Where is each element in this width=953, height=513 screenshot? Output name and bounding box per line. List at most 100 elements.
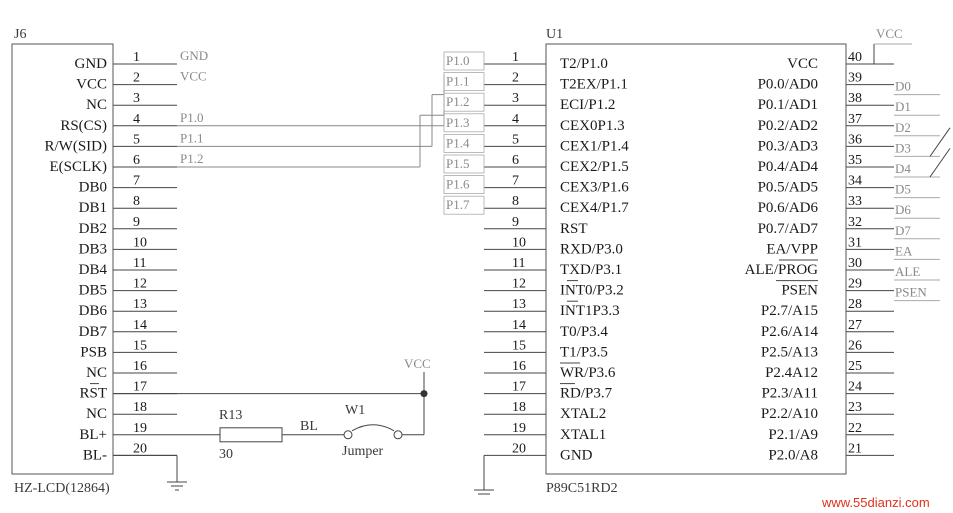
u1-left-pin-label: T2EX/P1.1 [560, 77, 628, 93]
u1-right-pin-label: EA/VPP [766, 241, 818, 257]
watermark: www.55dianzi.com [821, 495, 930, 510]
j6-pin-label: PSB [80, 344, 107, 360]
j6-pin-label: RS(CS) [60, 118, 107, 134]
u1-left-pin-number: 10 [512, 235, 526, 250]
u1-right-pin-number: 27 [848, 318, 862, 333]
u1-left-net-label: P1.2 [446, 94, 469, 109]
u1-right-pin-number: 22 [848, 421, 862, 436]
u1-net-flag [443, 133, 485, 153]
u1-right-pin-number: 31 [848, 235, 862, 250]
u1-right-pin-number: 33 [848, 194, 862, 209]
u1-right-pin-number: 28 [848, 297, 862, 312]
j6-pin-number: 6 [133, 153, 140, 168]
u1-left-pin-label: INT0/P3.2 [560, 283, 624, 299]
r13-value: 30 [219, 447, 233, 462]
u1-part: P89C51RD2 [546, 481, 618, 496]
u1-left-pin-number: 16 [512, 359, 526, 374]
u1-left-pin-number: 11 [512, 256, 525, 271]
j6-pin-label: NC [86, 406, 107, 422]
j6-pin-number: 13 [133, 297, 147, 312]
u1-right-net-label: D6 [895, 202, 911, 217]
u1-right-net-label: EA [895, 243, 913, 258]
j6-net-label: P1.0 [180, 110, 203, 125]
j6-part: HZ-LCD(12864) [14, 481, 110, 496]
u1-left-pin-number: 8 [512, 194, 519, 209]
r13-body [219, 427, 283, 443]
u1-right-pin-number: 21 [848, 441, 862, 456]
u1-right-pin-label: P0.4/AD4 [758, 159, 819, 175]
u1-right-net-label: PSEN [895, 285, 927, 300]
u1-net-flag [443, 154, 485, 174]
u1-right-pin-number: 24 [848, 380, 862, 395]
u1-net-flag [443, 195, 485, 215]
u1-left-pin-number: 12 [512, 277, 526, 292]
j6-pin-number: 20 [133, 441, 147, 456]
u1-right-pin-number: 30 [848, 256, 862, 271]
u1-left-pin-number: 17 [512, 380, 526, 395]
j6-pin-number: 9 [133, 215, 140, 230]
u1-right-pin-label: P2.6/A14 [761, 324, 819, 340]
j6-pin-number: 2 [133, 71, 140, 86]
j6-pin-label: DB0 [79, 180, 107, 196]
u1-right-pin-number: 40 [848, 50, 862, 65]
bus-entry [929, 148, 951, 178]
u1-right-pin-label: ALE/PROG [745, 262, 819, 278]
j6-pin-number: 12 [133, 277, 147, 292]
u1-right-pin-label: P2.2/A10 [761, 406, 818, 422]
u1-right-pin-number: 35 [848, 153, 862, 168]
j6-pin-label: DB2 [79, 221, 107, 237]
j6-pin-label: DB1 [79, 200, 107, 216]
u1-ref: U1 [546, 27, 563, 42]
u1-left-net-label: P1.5 [446, 156, 469, 171]
j6-pin-number: 10 [133, 235, 147, 250]
u1-left-pin-label: CEX1/P1.4 [560, 138, 629, 154]
u1-right-pin-label: P2.7/A15 [761, 303, 818, 319]
u1-left-pin-label: ECI/P1.2 [560, 97, 615, 113]
u1-left-pin-label: XTAL1 [560, 427, 606, 443]
u1-left-pin-number: 18 [512, 400, 526, 415]
u1-net-flag [443, 175, 485, 195]
u1-right-pin-number: 36 [848, 132, 862, 147]
u1-right-pin-label: P0.2/AD2 [758, 118, 818, 134]
u1-left-pin-label: CEX4/P1.7 [560, 200, 629, 216]
u1-right-pin-label: P0.7/AD7 [758, 221, 819, 237]
u1-left-net-label: P1.6 [446, 177, 470, 192]
u1-right-pin-number: 25 [848, 359, 862, 374]
u1-left-net-label: P1.0 [446, 53, 469, 68]
u1-left-pin-label: TXD/P3.1 [560, 262, 622, 278]
u1-right-pin-number: 29 [848, 277, 862, 292]
u1-net-flag [443, 72, 485, 91]
j6-pin-number: 8 [133, 194, 140, 209]
u1-right-pin-label: P2.1/A9 [768, 427, 818, 443]
u1-net-flag [443, 92, 485, 112]
u1-right-net-label: ALE [895, 264, 920, 279]
u1-left-pin-number: 4 [512, 112, 519, 127]
u1-left-pin-number: 3 [512, 91, 519, 106]
r13-ref: R13 [219, 408, 242, 423]
u1-right-net-label: D3 [895, 140, 911, 155]
u1-right-pin-label: P0.0/AD0 [758, 77, 818, 93]
u1-left-pin-number: 20 [512, 441, 526, 456]
u1-left-pin-label: RXD/P3.0 [560, 241, 623, 257]
j6-net-label: VCC [180, 69, 207, 84]
u1-left-pin-label: INT1P3.3 [560, 303, 620, 319]
component-bodies [11, 43, 847, 475]
j6-pin-label: VCC [76, 77, 107, 93]
u1-right-pin-label: P2.4A12 [765, 365, 818, 381]
u1-left-pin-label: T0/P3.4 [560, 324, 608, 340]
u1-right-pin-number: 23 [848, 400, 862, 415]
u1-right-net-label: D5 [895, 182, 911, 197]
u1-net-flag [443, 113, 485, 133]
j6-pin-label: BL+ [79, 427, 107, 443]
u1-left-pin-number: 7 [512, 174, 519, 189]
u1-left-pin-number: 1 [512, 50, 519, 65]
u1-right-net-label: D0 [895, 79, 911, 94]
j6-pin-number: 5 [133, 132, 140, 147]
j6-pin-label: DB4 [79, 262, 108, 278]
u1-right-pin-number: 37 [848, 112, 862, 127]
u1-left-net-label: P1.4 [446, 135, 470, 150]
j6-pin-label: GND [75, 56, 108, 72]
u1-left-pin-label: WR/P3.6 [560, 365, 616, 381]
j6-ref: J6 [14, 27, 26, 42]
